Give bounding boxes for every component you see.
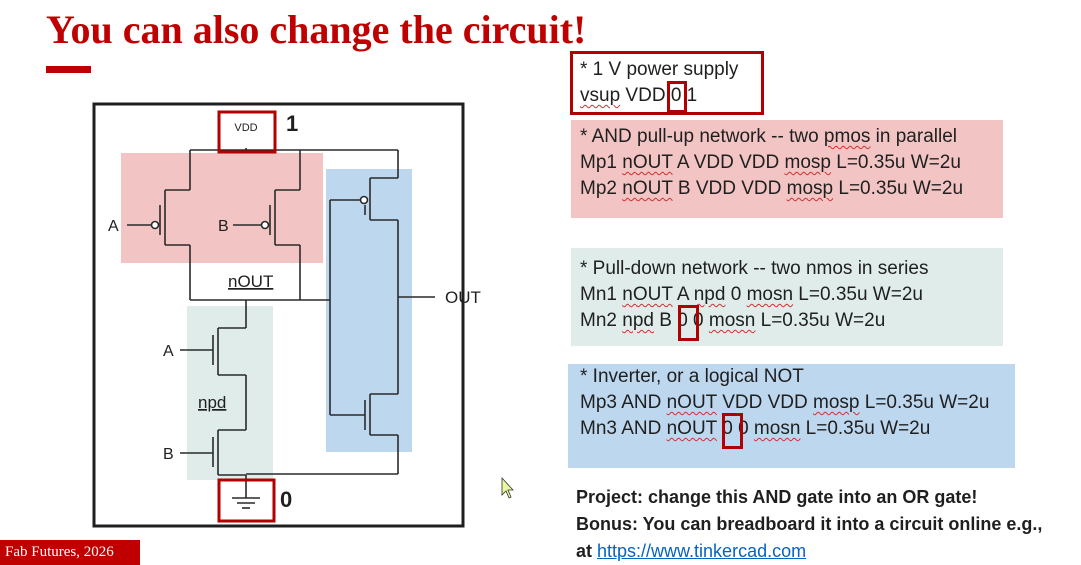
output-label: OUT [445, 288, 481, 307]
node-npd-label: npd [198, 393, 226, 412]
footer-badge: Fab Futures, 2026 [0, 540, 140, 565]
vdd-highlight-box [217, 110, 277, 154]
inverter-line-mn3: Mn3 AND nOUT 0 0 mosn L=0.35u W=2u [580, 418, 931, 439]
pulldown-comment: * Pull-down network -- two nmos in serie… [580, 258, 929, 279]
inverter-block: * Inverter, or a logical NOT Mp3 AND nOU… [568, 364, 1015, 468]
inverter-zero-highlight [722, 413, 743, 449]
node-nout-label: nOUT [228, 272, 273, 291]
input-b-top-label: B [218, 218, 229, 235]
pullup-block: * AND pull-up network -- two pmos in par… [571, 120, 1003, 218]
supply-line: vsup VDD 0 1 [580, 85, 698, 106]
mouse-pointer-icon [501, 476, 514, 499]
pulldown-block: * Pull-down network -- two nmos in serie… [571, 248, 1003, 346]
supply-block: * 1 V power supply vsup VDD 0 1 [580, 57, 738, 109]
slide-title: You can also change the circuit! [46, 7, 587, 52]
supply-comment: * 1 V power supply [580, 59, 739, 80]
pulldown-line-mn2: Mn2 npd B 0 0 mosn L=0.35u W=2u [580, 310, 886, 331]
vdd-label: VDD [234, 122, 257, 134]
inverter-comment: * Inverter, or a logical NOT [580, 366, 804, 387]
pullup-line-mp1: Mp1 nOUT A VDD VDD mosp L=0.35u W=2u [580, 152, 961, 173]
project-line-3: at https://www.tinkercad.com [576, 541, 807, 561]
pullup-comment: * AND pull-up network -- two pmos in par… [580, 126, 957, 147]
input-a-bottom-label: A [163, 343, 174, 360]
gnd-highlight-box [217, 478, 276, 523]
supply-highlight-box [570, 51, 764, 115]
pulldown-zero-highlight [678, 305, 699, 341]
pulldown-region [187, 306, 273, 480]
supply-zero-highlight [667, 81, 687, 113]
inverter-region [326, 169, 412, 452]
gnd-value-label: 0 [280, 487, 292, 512]
inverter-line-mp3: Mp3 AND nOUT VDD VDD mosp L=0.35u W=2u [580, 392, 990, 413]
title-accent-bar [46, 66, 91, 73]
input-a-top-label: A [108, 218, 119, 235]
input-b-bottom-label: B [163, 446, 174, 463]
project-line-1: Project: change this AND gate into an OR… [576, 487, 978, 507]
vdd-value-label: 1 [286, 111, 298, 136]
project-text: Project: change this AND gate into an OR… [576, 484, 1042, 565]
project-line-2: Bonus: You can breadboard it into a circ… [576, 514, 1043, 534]
pullup-region [121, 153, 323, 263]
tinkercad-link[interactable]: https://www.tinkercad.com [597, 541, 807, 561]
pullup-line-mp2: Mp2 nOUT B VDD VDD mosp L=0.35u W=2u [580, 178, 964, 199]
pulldown-line-mn1: Mn1 nOUT A npd 0 mosn L=0.35u W=2u [580, 284, 923, 305]
